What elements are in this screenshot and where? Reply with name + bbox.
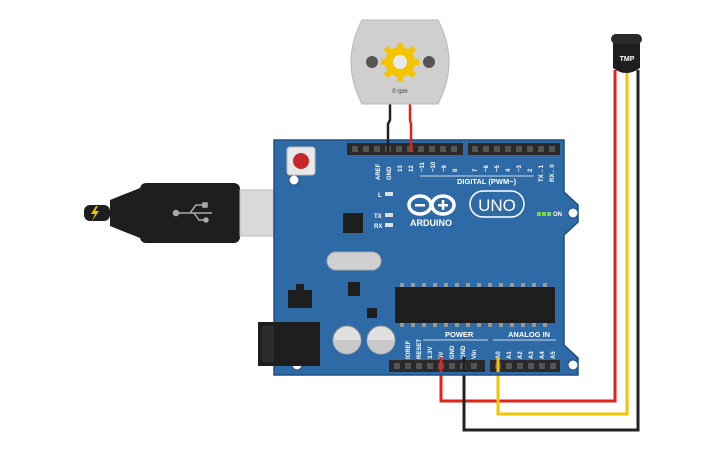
infinity-logo-icon (407, 194, 456, 216)
pin-label: 5V (439, 352, 445, 359)
motor-lead-black[interactable] (386, 104, 392, 148)
on-label: ON (553, 212, 562, 218)
led-tx-label: TX (374, 214, 382, 220)
lightning-icon (91, 206, 99, 221)
pin-label: 8 (453, 168, 459, 172)
pin-label: ~9 (442, 164, 448, 172)
analog-header-label: ANALOG IN (508, 330, 550, 339)
power-pin-labels: IOREF RESET 3.3V 5V GND GND Vin (406, 339, 478, 359)
digital-pin-labels: AREF GND 13 12 ~11 ~10 ~9 8 7 ~6 ~5 4 ~3… (376, 161, 556, 182)
wire-pin-stubs (386, 140, 500, 372)
bottom-headers (389, 360, 560, 372)
tmp-sensor[interactable]: TMP (611, 34, 642, 73)
pin-label: IOREF (406, 340, 412, 359)
digital-header (347, 143, 560, 155)
pin-label: RESET (417, 339, 423, 359)
pin-label: 3.3V (428, 347, 434, 359)
power-header-label: POWER (445, 330, 474, 339)
model-label: UNO (478, 196, 516, 215)
wires (386, 70, 640, 432)
pin-label: 2 (528, 168, 534, 172)
pin-label: ~11 (420, 161, 426, 172)
wire-red-5v[interactable] (439, 70, 617, 403)
dc-motor[interactable]: 0 rpm (350, 19, 450, 105)
analog-pin-labels: A0 A1 A2 A3 A4 A5 (496, 351, 557, 359)
brand-label: ARDUINO (410, 218, 452, 228)
pin-label: ~10 (431, 161, 437, 172)
pin-label: ~3 (517, 164, 523, 172)
led-rx-label: RX (374, 224, 382, 230)
arduino-board[interactable]: AREF GND 13 12 ~11 ~10 ~9 8 7 ~6 ~5 4 ~3… (258, 139, 579, 376)
pin-label: A1 (507, 351, 513, 359)
pin-label: A3 (529, 351, 535, 359)
capacitors (332, 325, 396, 355)
pin-label: AREF (376, 163, 382, 180)
pin-label: Vin (472, 349, 478, 359)
sensor-label: TMP (620, 56, 635, 63)
gear-icon (381, 43, 419, 81)
pin-label: ~6 (484, 164, 490, 172)
pin-label: A0 (496, 351, 502, 359)
led-l-label: L (378, 193, 382, 199)
status-leds: L TX RX (374, 192, 393, 230)
wire-yellow-a0[interactable] (496, 70, 629, 416)
pin-label: A2 (518, 351, 524, 359)
motor-rpm-label: 0 rpm (392, 89, 407, 95)
pin-label: 12 (409, 165, 415, 172)
pin-label: ~5 (495, 164, 501, 172)
atmega-chip (395, 287, 555, 323)
motor-lead-red[interactable] (408, 104, 413, 148)
pin-label: 7 (473, 168, 479, 172)
pin-label: RX←0 (550, 164, 556, 182)
pin-label: A5 (551, 351, 557, 359)
digital-header-label: DIGITAL (PWM~) (457, 177, 517, 186)
wire-black-gnd[interactable] (462, 70, 640, 432)
pin-label: 13 (398, 165, 404, 172)
usb-icon (172, 202, 212, 223)
pin-label: GND (461, 345, 467, 359)
pin-label: A4 (540, 351, 546, 359)
pin-label: 4 (506, 168, 512, 172)
pin-label: GND (387, 166, 393, 180)
pin-label: TX→1 (539, 164, 545, 182)
pin-label: GND (450, 345, 456, 359)
